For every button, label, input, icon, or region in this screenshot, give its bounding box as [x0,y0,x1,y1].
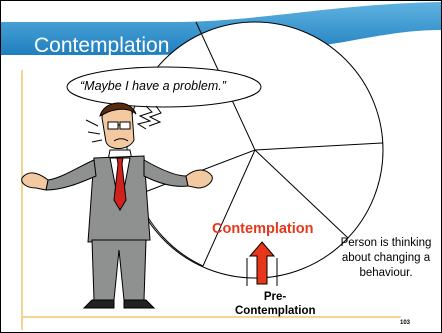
left-accent-line [21,70,23,330]
previous-stage-text: Pre- Contemplation [235,291,316,317]
thought-quote: “Maybe I have a problem.” [80,79,226,93]
previous-stage-label: Pre- Contemplation [235,290,316,318]
page-number: 103 [400,320,411,326]
stage-label: Contemplation [212,221,314,237]
slide-title: Contemplation [34,34,170,57]
bottom-accent-line [21,316,401,318]
stage-description: Person is thinking about changing a beha… [340,237,432,279]
